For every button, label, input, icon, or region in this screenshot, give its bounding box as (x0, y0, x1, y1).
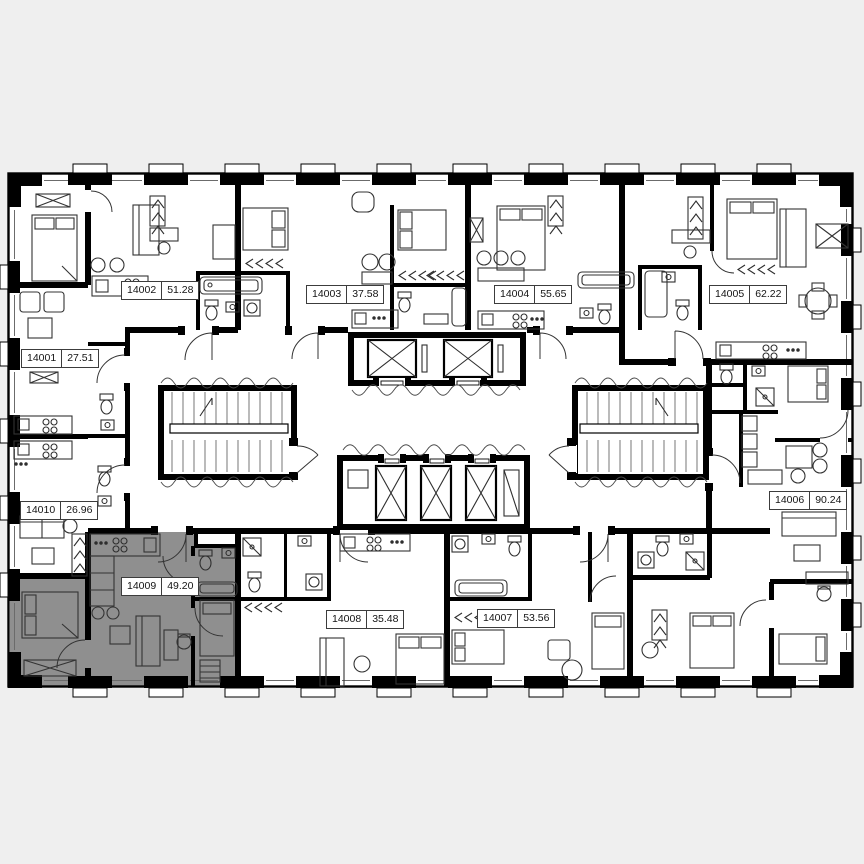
unit-area: 26.96 (66, 504, 93, 516)
doors (56, 190, 849, 669)
unit-area: 90.24 (815, 494, 842, 506)
unit-number: 14005 (710, 286, 751, 303)
unit-area: 35.48 (372, 613, 399, 625)
unit-label-14003[interactable]: 14003 37.58 (306, 285, 385, 304)
unit-number: 14008 (327, 611, 368, 628)
unit-area: 27.51 (67, 352, 94, 364)
unit-14003-furniture (242, 191, 467, 329)
unit-area: 49.20 (167, 580, 194, 592)
unit-area: 62.22 (755, 288, 782, 300)
unit-number: 14007 (478, 610, 519, 627)
unit-area: 51.28 (167, 284, 194, 296)
unit-label-14008[interactable]: 14008 35.48 (326, 610, 405, 629)
unit-label-14005[interactable]: 14005 62.22 (709, 285, 788, 304)
unit-number: 14001 (22, 350, 63, 367)
unit-label-14004[interactable]: 14004 55.65 (494, 285, 573, 304)
unit-number: 14003 (307, 286, 348, 303)
unit-number: 14010 (21, 502, 62, 519)
unit-14009-furniture (21, 533, 238, 683)
unit-number: 14009 (122, 578, 163, 595)
unit-14009-highlight[interactable] (10, 532, 238, 686)
unit-14006-furniture (637, 363, 849, 669)
unit-14001-furniture (13, 291, 115, 435)
elevator-bank-bottom (337, 453, 530, 530)
elevator-bank-top (348, 332, 526, 388)
unit-label-14006[interactable]: 14006 90.24 (769, 491, 848, 510)
staircase-left (158, 385, 319, 480)
unit-number: 14006 (770, 492, 811, 509)
corner-blocks (8, 173, 853, 688)
unit-number: 14002 (122, 282, 163, 299)
unit-label-14010[interactable]: 14010 26.96 (20, 501, 99, 520)
furniture (13, 191, 849, 687)
unit-area: 37.58 (352, 288, 379, 300)
unit-area: 55.65 (540, 288, 567, 300)
unit-area: 53.56 (523, 612, 550, 624)
interior-walls (8, 173, 853, 686)
unit-label-14001[interactable]: 14001 27.51 (21, 349, 100, 368)
unit-label-14007[interactable]: 14007 53.56 (477, 609, 556, 628)
unit-label-14009[interactable]: 14009 49.20 (121, 577, 200, 596)
unit-14005-furniture (644, 196, 849, 360)
staircase-right (548, 385, 709, 480)
unit-14008-furniture (242, 533, 445, 687)
unit-number: 14004 (495, 286, 536, 303)
unit-14004-furniture (469, 195, 635, 330)
unit-14007-furniture (451, 533, 625, 681)
scallop-lines (160, 377, 708, 488)
unit-label-14002[interactable]: 14002 51.28 (121, 281, 200, 300)
